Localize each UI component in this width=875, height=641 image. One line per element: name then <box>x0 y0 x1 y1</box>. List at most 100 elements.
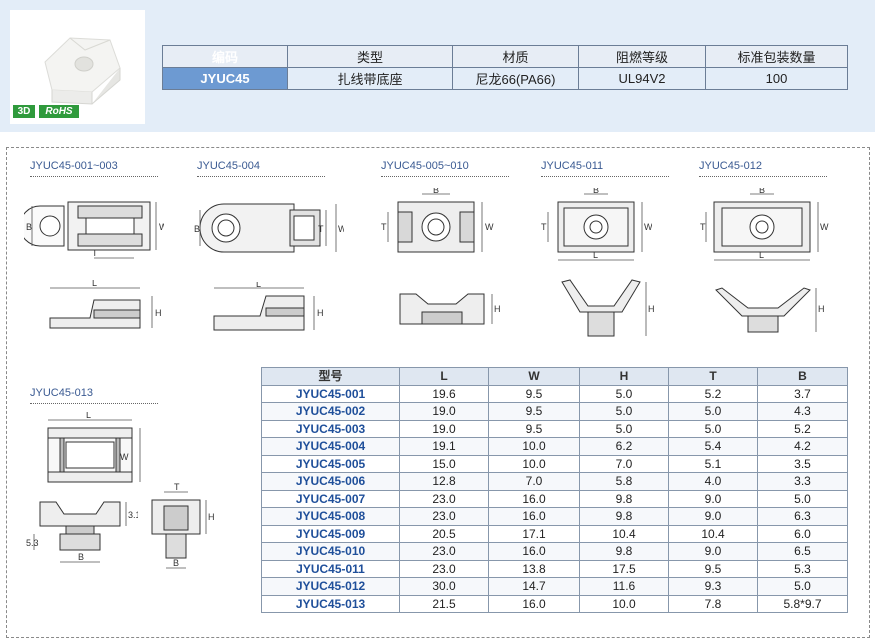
dim-w: W <box>644 222 652 232</box>
col-t: T <box>668 367 758 386</box>
dim-t: T <box>92 248 98 258</box>
spec-header-flame: 阻燃等级 <box>578 45 706 68</box>
badge-rohs: RoHS <box>39 105 79 118</box>
drawing-label-005-010: JYUC45-005~010 <box>381 160 469 172</box>
value-cell: 5.0 <box>579 384 669 403</box>
dim-5-3: 5.3 <box>26 538 39 548</box>
dim-l: L <box>593 250 598 260</box>
value-cell: 4.3 <box>757 402 848 421</box>
dim-t: T <box>318 224 324 234</box>
value-cell: 9.8 <box>579 542 669 561</box>
dim-h: H <box>818 304 825 314</box>
spec-header-code: 编码 <box>162 45 288 68</box>
label-underline <box>30 176 158 177</box>
value-cell: 5.2 <box>757 419 848 438</box>
dim-w: W <box>338 224 344 234</box>
drawing-label-004: JYUC45-004 <box>197 160 260 172</box>
dim-w: W <box>485 222 494 232</box>
model-cell: JYUC45-007 <box>261 489 400 508</box>
drawings-frame <box>6 147 870 638</box>
drawing-001-top: W B T <box>24 201 164 259</box>
value-cell: 16.0 <box>488 594 580 613</box>
value-cell: 5.0 <box>579 402 669 421</box>
dim-w: W <box>159 222 164 232</box>
value-cell: 19.1 <box>399 437 489 456</box>
dim-3-1: 3.1 <box>128 510 138 520</box>
dim-b: B <box>433 188 439 195</box>
value-cell: 9.0 <box>668 489 758 508</box>
value-cell: 3.3 <box>757 472 848 491</box>
dim-l: L <box>92 280 97 288</box>
spec-header-material: 材质 <box>452 45 579 68</box>
drawing-label-011: JYUC45-011 <box>541 160 604 172</box>
dim-h: H <box>648 304 655 314</box>
drawing-label-013: JYUC45-013 <box>30 387 93 399</box>
dim-h: H <box>317 308 324 318</box>
drawing-001-side: L H <box>49 280 162 329</box>
value-cell: 17.1 <box>488 524 580 543</box>
value-cell: 4.2 <box>757 437 848 456</box>
drawing-label-012: JYUC45-012 <box>699 160 762 172</box>
value-cell: 16.0 <box>488 507 580 526</box>
value-cell: 10.4 <box>668 524 758 543</box>
value-cell: 9.0 <box>668 507 758 526</box>
drawing-013-top: L W <box>47 412 141 483</box>
dim-t: T <box>381 222 387 232</box>
value-cell: 5.3 <box>757 559 848 578</box>
dim-l: L <box>759 250 764 260</box>
value-cell: 10.4 <box>579 524 669 543</box>
value-cell: 5.0 <box>579 419 669 438</box>
value-cell: 5.8 <box>579 472 669 491</box>
drawing-004-top: T W B <box>194 203 344 253</box>
value-cell: 13.8 <box>488 559 580 578</box>
value-cell: 5.1 <box>668 454 758 473</box>
dim-w: W <box>120 452 129 462</box>
col-w: W <box>488 367 580 386</box>
dim-t: T <box>541 222 547 232</box>
value-cell: 19.6 <box>399 384 489 403</box>
value-cell: 7.0 <box>488 472 580 491</box>
value-cell: 20.5 <box>399 524 489 543</box>
value-cell: 30.0 <box>399 577 489 596</box>
value-cell: 7.0 <box>579 454 669 473</box>
value-cell: 6.3 <box>757 507 848 526</box>
value-cell: 9.5 <box>488 384 580 403</box>
dim-b: B <box>194 224 200 234</box>
spec-header-type: 类型 <box>287 45 453 68</box>
dim-h: H <box>155 308 162 318</box>
value-cell: 19.0 <box>399 419 489 438</box>
value-cell: 7.8 <box>668 594 758 613</box>
value-cell: 6.0 <box>757 524 848 543</box>
model-cell: JYUC45-008 <box>261 507 400 526</box>
value-cell: 23.0 <box>399 542 489 561</box>
value-cell: 17.5 <box>579 559 669 578</box>
dim-w: W <box>820 222 829 232</box>
spec-value-code: JYUC45 <box>162 67 288 90</box>
dim-l: L <box>256 282 261 289</box>
dim-b: B <box>173 558 179 568</box>
model-cell: JYUC45-001 <box>261 384 400 403</box>
value-cell: 5.0 <box>757 577 848 596</box>
value-cell: 5.2 <box>668 384 758 403</box>
spec-value-type: 扎线带底座 <box>287 67 453 90</box>
dim-b: B <box>593 188 599 195</box>
value-cell: 16.0 <box>488 542 580 561</box>
model-cell: JYUC45-009 <box>261 524 400 543</box>
value-cell: 5.8*9.7 <box>757 594 848 613</box>
value-cell: 10.0 <box>488 454 580 473</box>
value-cell: 10.0 <box>579 594 669 613</box>
drawing-012-side: H <box>715 287 825 333</box>
col-h: H <box>579 367 669 386</box>
model-cell: JYUC45-002 <box>261 402 400 421</box>
